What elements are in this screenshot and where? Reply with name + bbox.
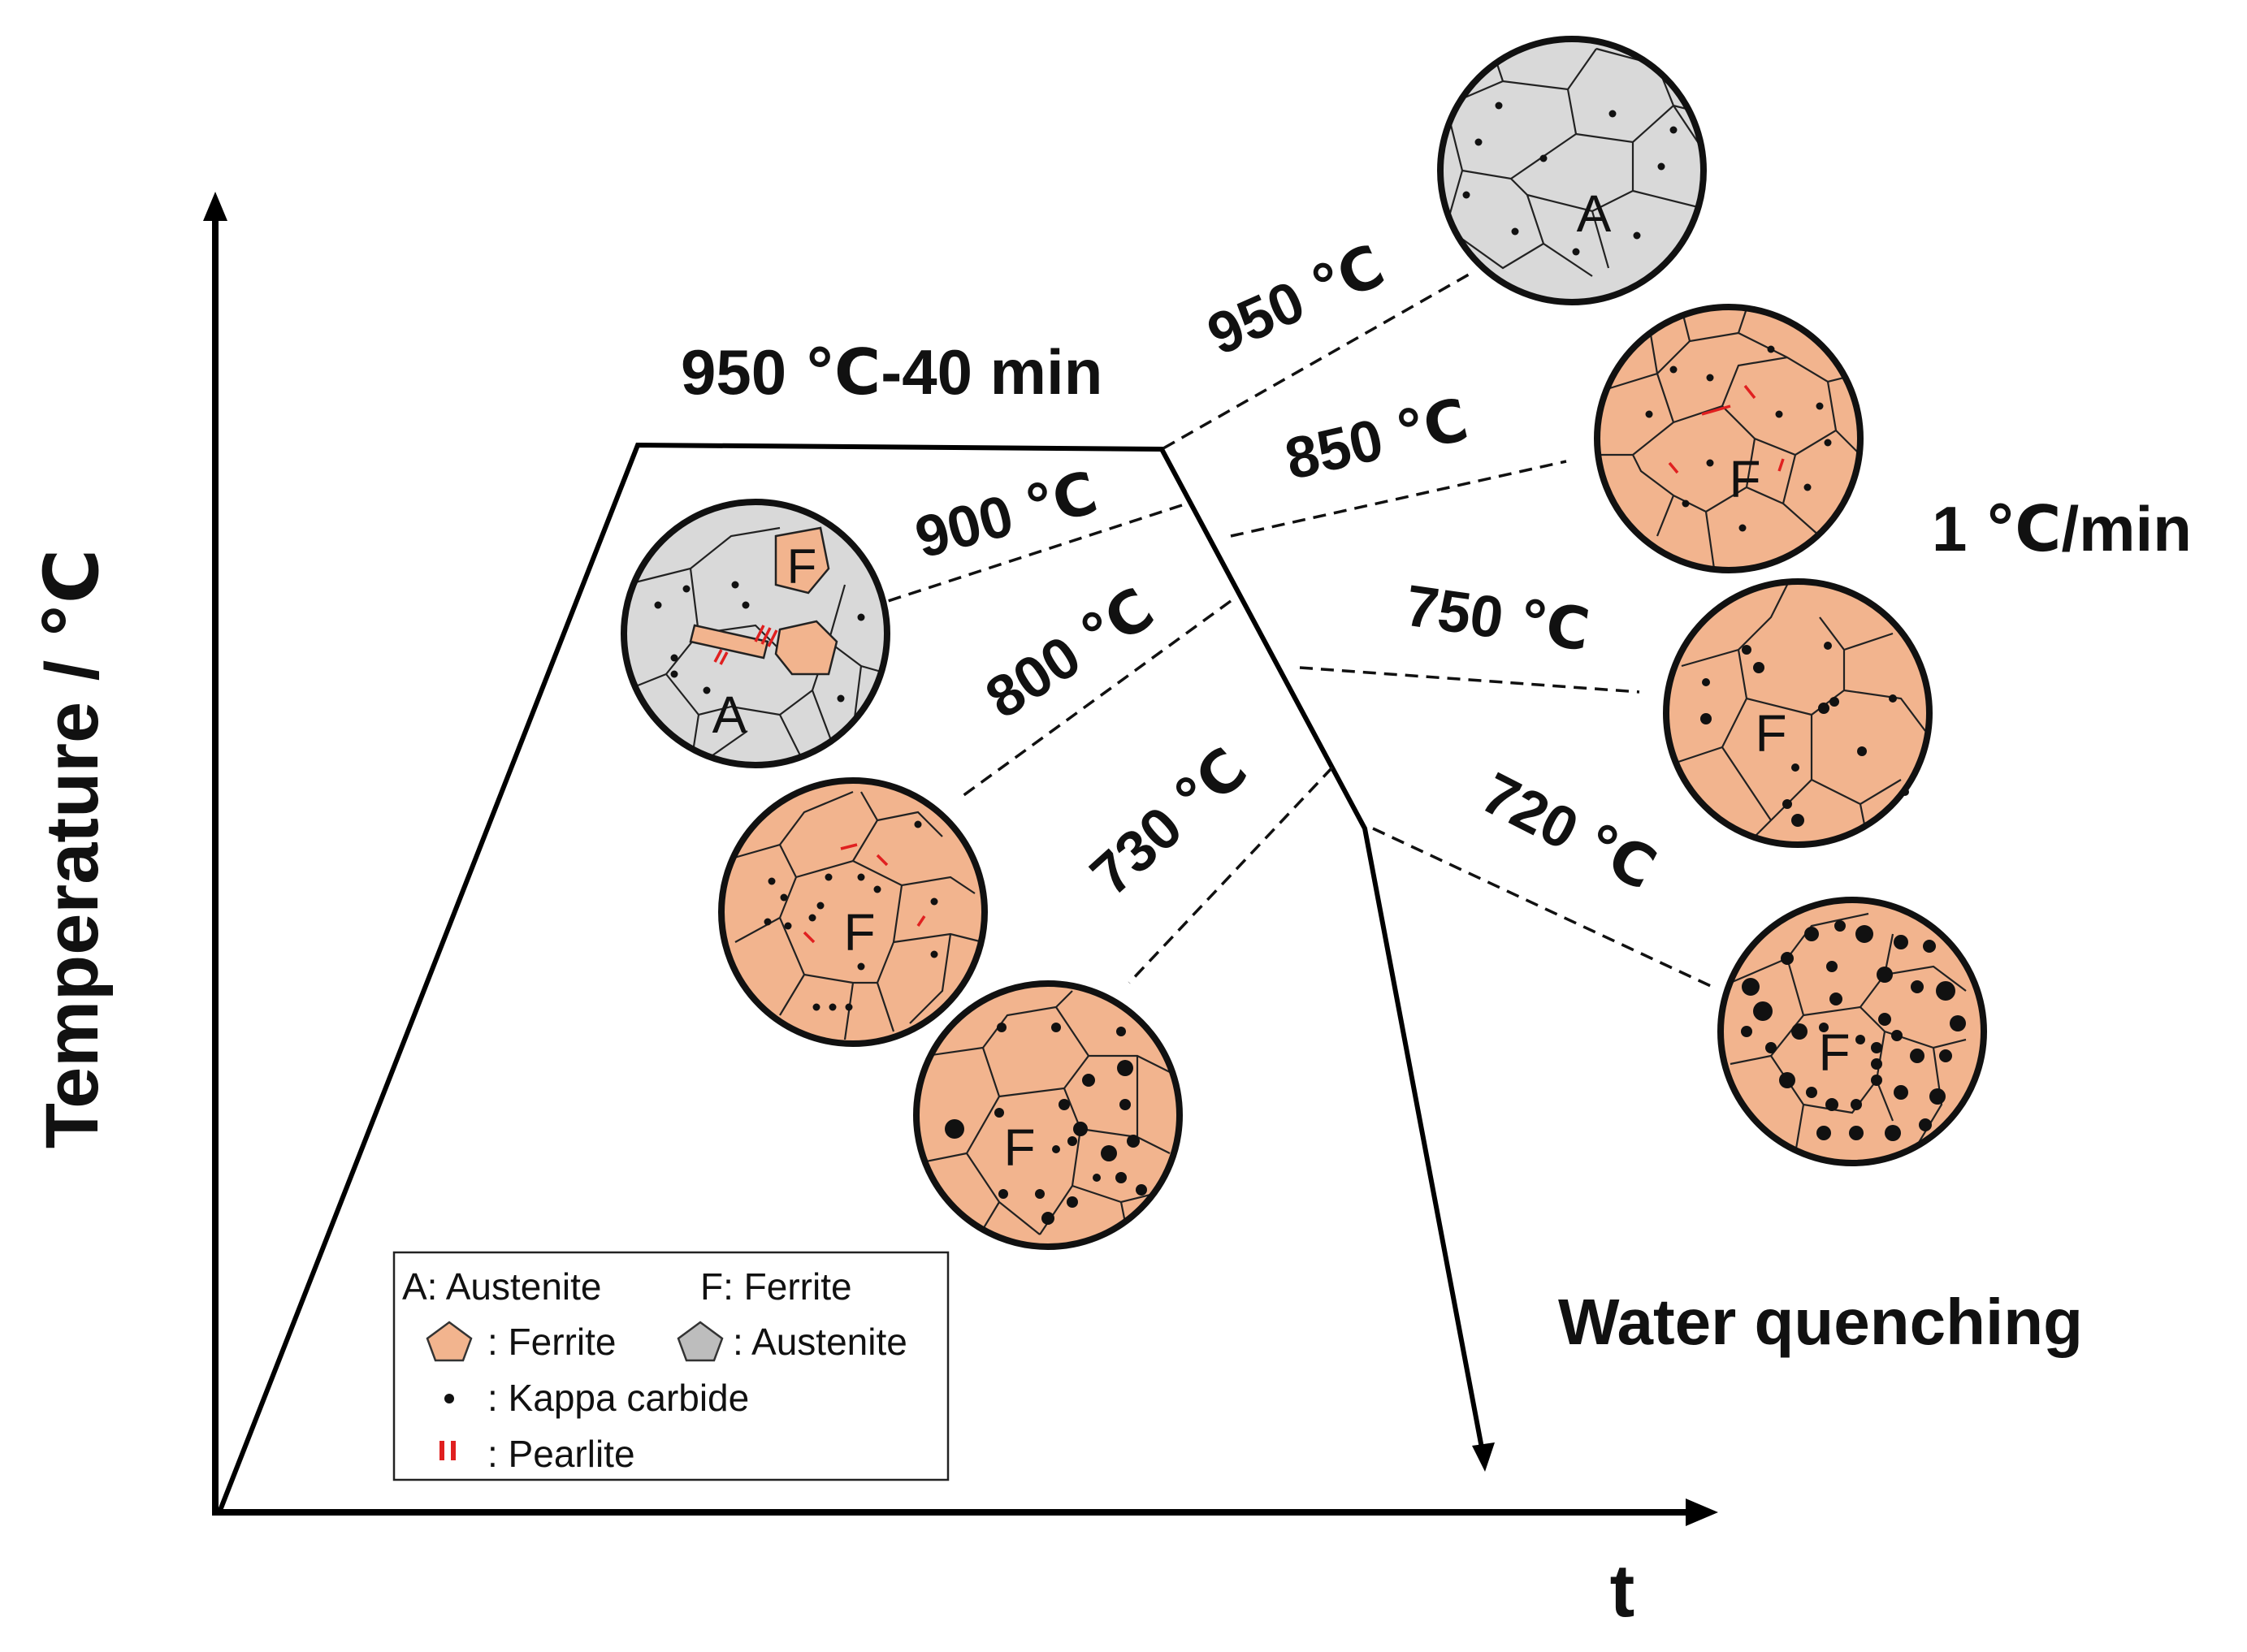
stage-label-900: 900 ℃	[909, 461, 1104, 571]
pearlite	[713, 625, 778, 665]
pearlite	[1668, 384, 1785, 474]
ferrite-grain	[774, 526, 830, 595]
circle-border	[621, 499, 890, 768]
kappa-carbides	[1462, 102, 1678, 256]
microstructure-750: F	[1663, 578, 1933, 848]
circle-border	[1437, 36, 1707, 305]
grain-fill	[916, 984, 1180, 1247]
circle-border	[1594, 304, 1864, 573]
leader-750	[1299, 666, 1640, 694]
leader-lines	[882, 273, 1713, 988]
legend-austenite-label: : Austenite	[733, 1321, 907, 1363]
kappa-carbides	[945, 1023, 1147, 1225]
phase-letter: F	[1818, 1023, 1850, 1082]
legend-kappa-label: : Kappa carbide	[487, 1377, 749, 1419]
y-axis-arrow-icon	[203, 192, 227, 221]
microstructure-850: F	[1594, 304, 1864, 573]
phase-letter: F	[1755, 704, 1786, 763]
stage-label-950: 950 ℃	[1198, 233, 1393, 368]
hold-label: 950 ℃-40 min	[681, 336, 1102, 408]
leader-900	[882, 504, 1183, 604]
phase-letter: F	[1729, 450, 1760, 508]
microstructure-800: F	[718, 777, 988, 1047]
phase-letter: F	[843, 903, 875, 962]
circle-border	[1663, 578, 1933, 848]
kappa-swatch-icon	[444, 1394, 454, 1403]
pearlite	[803, 843, 926, 944]
grain-fill	[721, 781, 985, 1044]
circle-border	[913, 980, 1183, 1250]
grain-fill	[1721, 900, 1984, 1163]
ferrite-grain	[774, 620, 838, 676]
y-axis-label: Temperature / ℃	[31, 549, 114, 1149]
kappa-carbides	[1645, 345, 1832, 532]
legend-ferrite-label: : Ferrite	[487, 1321, 616, 1363]
quench-label: Water quenching	[1558, 1286, 2083, 1358]
circle-border	[1717, 897, 1987, 1166]
microstructure-950: A	[1437, 36, 1707, 305]
axes	[203, 192, 1718, 1526]
stage-labels: 950 ℃ 900 ℃ 850 ℃ 800 ℃ 750 ℃ 730 ℃ 720 …	[909, 233, 1666, 908]
kappa-carbides	[654, 581, 865, 703]
circle-border	[718, 777, 988, 1047]
ferrite-grain	[689, 624, 769, 660]
phase-letter: A	[1577, 184, 1612, 243]
stage-label-730: 730 ℃	[1079, 736, 1259, 908]
phase-letter: F	[1003, 1118, 1035, 1177]
legend-ferrite-abbrev: F: Ferrite	[700, 1265, 852, 1308]
legend: A: Austenite F: Ferrite : Ferrite : Aust…	[392, 1251, 950, 1481]
leader-950	[1162, 273, 1470, 450]
legend-box	[392, 1251, 950, 1481]
stage-label-800: 800 ℃	[975, 576, 1165, 731]
phase-letter-austenite: A	[712, 685, 747, 744]
microstructure-730: F	[913, 980, 1183, 1250]
legend-pearlite-label: : Pearlite	[487, 1433, 635, 1475]
stage-label-720: 720 ℃	[1471, 760, 1665, 902]
temperature-profile-line	[217, 442, 1485, 1514]
legend-austenite-abbrev: A: Austenite	[402, 1265, 602, 1308]
kappa-carbides	[1700, 642, 1909, 827]
microstructure-720: F	[1717, 897, 1987, 1166]
leader-730	[1128, 766, 1334, 984]
quench-arrow-icon	[1472, 1442, 1495, 1472]
ferrite-swatch-icon	[426, 1321, 473, 1362]
leader-800	[961, 599, 1232, 798]
kappa-carbides	[1741, 920, 1966, 1141]
grain-fill	[1666, 582, 1929, 845]
stage-label-850: 850 ℃	[1279, 387, 1474, 492]
grain-fill	[1597, 307, 1860, 570]
stage-label-750: 750 ℃	[1401, 573, 1593, 664]
x-axis-label: t	[1610, 1550, 1635, 1633]
austenite-swatch-icon	[677, 1321, 724, 1362]
phase-letter-ferrite: F	[787, 539, 817, 594]
pearlite-swatch-icon	[439, 1441, 456, 1460]
leader-850	[1230, 460, 1567, 538]
microstructure-900: F A	[621, 499, 890, 768]
cooling-rate-label: 1 ℃/min	[1932, 493, 2192, 564]
kappa-carbides	[764, 820, 938, 1011]
x-axis-arrow-icon	[1686, 1498, 1718, 1526]
heat-treatment-profile	[217, 442, 1495, 1514]
